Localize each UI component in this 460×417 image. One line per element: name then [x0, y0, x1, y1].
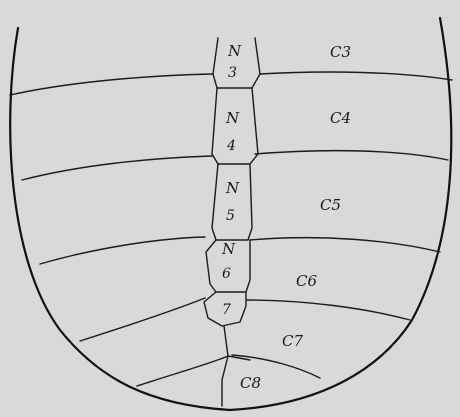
nuchal-seam — [222, 326, 228, 406]
label-neural-4-letter: N — [225, 109, 240, 127]
label-neural-5-number: 5 — [226, 208, 235, 224]
seam-left-4 — [80, 298, 205, 341]
seam-left-2 — [22, 156, 212, 180]
seam-right-2 — [255, 151, 448, 160]
label-neural-5-letter: N — [225, 179, 240, 197]
seam-left-5 — [137, 356, 228, 386]
label-neural-4-number: 4 — [226, 138, 236, 154]
label-neural-6-letter: N — [221, 240, 236, 258]
seam-right-3 — [250, 238, 440, 252]
label-costal-7: C7 — [282, 332, 303, 350]
label-neural-7-number: 7 — [222, 302, 231, 318]
seam-right-4 — [246, 300, 410, 320]
label-costal-5: C5 — [320, 196, 341, 214]
label-costal-3: C3 — [330, 43, 351, 61]
seam-left-1 — [10, 74, 212, 95]
label-costal-6: C6 — [296, 272, 317, 290]
label-costal-8: C8 — [240, 374, 261, 392]
label-neural-3-letter: N — [227, 42, 242, 60]
label-neural-6-number: 6 — [222, 266, 231, 282]
seam-left-3 — [40, 237, 205, 264]
label-costal-4: C4 — [330, 109, 351, 127]
seam-right-1 — [260, 72, 452, 80]
label-neural-3-number: 3 — [228, 65, 237, 81]
neural-plate-5 — [212, 164, 252, 240]
